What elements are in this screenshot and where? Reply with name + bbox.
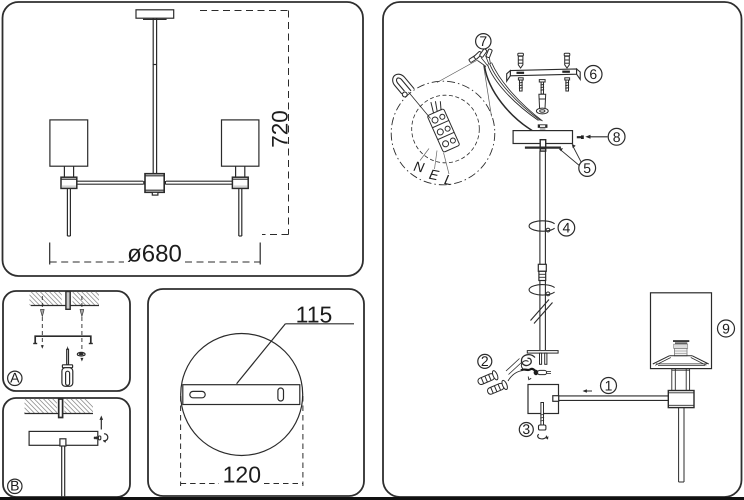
svg-text:7: 7 <box>479 33 487 49</box>
svg-text:120: 120 <box>223 462 261 488</box>
svg-text:8: 8 <box>613 129 621 145</box>
svg-text:6: 6 <box>589 66 597 82</box>
svg-text:L: L <box>443 171 454 188</box>
svg-text:5: 5 <box>583 160 591 176</box>
svg-text:115: 115 <box>296 302 333 328</box>
svg-text:E: E <box>428 166 441 184</box>
svg-text:2: 2 <box>481 353 489 369</box>
svg-text:ø680: ø680 <box>127 241 182 268</box>
svg-text:720: 720 <box>268 110 293 148</box>
svg-text:N: N <box>412 158 426 176</box>
svg-text:1: 1 <box>605 378 613 394</box>
svg-text:B: B <box>10 478 19 494</box>
svg-text:9: 9 <box>722 321 730 337</box>
svg-text:4: 4 <box>563 220 571 236</box>
svg-text:A: A <box>10 370 20 386</box>
svg-text:3: 3 <box>522 421 530 437</box>
